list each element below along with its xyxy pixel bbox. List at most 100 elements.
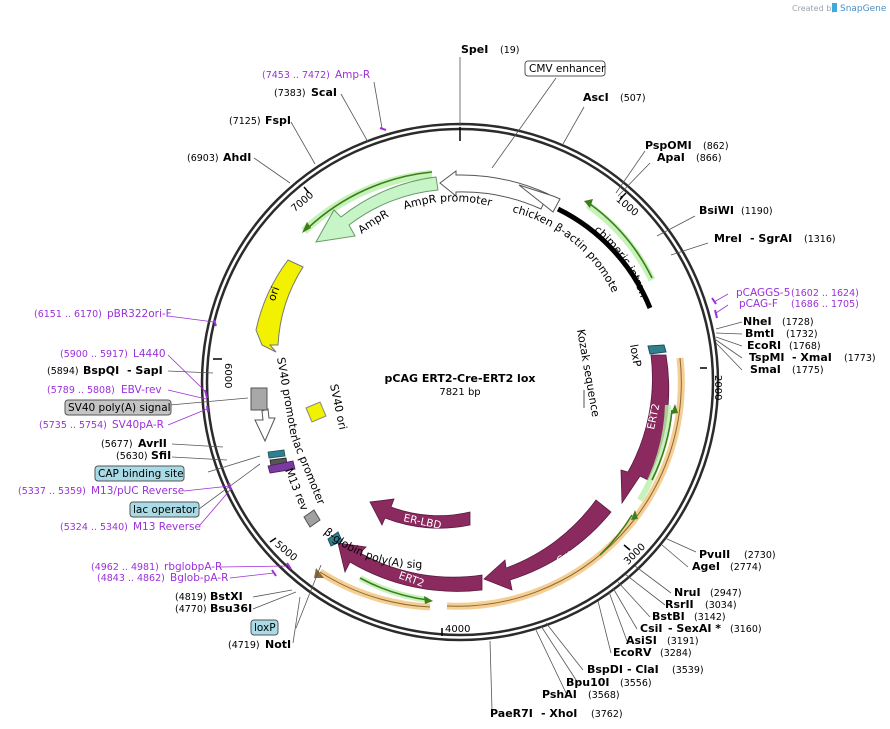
enzyme-apai[interactable]: ApaI (866) — [657, 151, 722, 164]
cmv-enhancer-box[interactable]: CMV enhancer — [524, 60, 606, 77]
enzyme-avrii[interactable]: (5677) AvrII — [101, 437, 167, 450]
svg-text:(4819): (4819) — [175, 592, 207, 603]
plasmid-length: 7821 bp — [439, 387, 480, 398]
enzyme-bstbi[interactable]: BstBI (3142) — [652, 610, 726, 623]
svg-text:ApaI: ApaI — [657, 151, 685, 164]
svg-text:(6151 .. 6170): (6151 .. 6170) — [34, 309, 102, 320]
primer-rbglobpa-r[interactable]: (4962 .. 4981) rbglobpA-R — [91, 561, 222, 573]
enzyme-pspomi[interactable]: PspOMI (862) — [645, 139, 729, 152]
cap-binding-box[interactable]: CAP binding site — [94, 465, 185, 482]
svg-text:(19): (19) — [500, 45, 520, 56]
svg-text:- ClaI: - ClaI — [627, 663, 659, 676]
svg-text:(1732): (1732) — [786, 329, 818, 340]
ert2-orf-line — [319, 571, 431, 608]
svg-text:SfiI: SfiI — [151, 449, 171, 462]
primer-ebv-rev[interactable]: (5789 .. 5808) EBV-rev — [47, 384, 162, 396]
bglobin-marker — [303, 509, 321, 528]
svg-text:(5630): (5630) — [116, 451, 148, 462]
cre-green-line — [599, 514, 633, 556]
svg-text:AhdI: AhdI — [223, 151, 251, 164]
enzyme-bspqi-sapi[interactable]: (5894) BspQI - SapI — [47, 364, 163, 377]
svg-text:(1602 .. 1624): (1602 .. 1624) — [791, 288, 859, 299]
snapgene-icon — [832, 3, 837, 12]
svg-text:(5677): (5677) — [101, 439, 133, 450]
svg-text:(1686 .. 1705): (1686 .. 1705) — [791, 299, 859, 310]
svg-text:Bglob-pA-R: Bglob-pA-R — [170, 572, 228, 584]
primer-l4440[interactable]: (5900 .. 5917) L4440 — [60, 348, 166, 360]
enzyme-fspi[interactable]: (7125) FspI — [229, 114, 291, 127]
primer-ampr[interactable]: (7453 .. 7472) Amp-R — [262, 69, 370, 81]
enzyme-smai[interactable]: SmaI (1775) — [750, 363, 824, 376]
primer-sv40pa-r[interactable]: (5735 .. 5754) SV40pA-R — [39, 419, 164, 431]
enzyme-scai[interactable]: (7383) ScaI — [274, 86, 337, 99]
lac-operator-box[interactable]: lac operator — [129, 501, 200, 518]
primer-m13-puc-reverse[interactable]: (5337 .. 5359) M13/pUC Reverse — [18, 485, 184, 497]
cre-green-arrowhead — [631, 510, 638, 520]
enzyme-bsu36i[interactable]: (4770) Bsu36I — [175, 602, 252, 615]
svg-text:(5894): (5894) — [47, 366, 79, 377]
intron-orf-glow — [585, 202, 656, 282]
svg-text:BstBI: BstBI — [652, 610, 685, 623]
sv40-polya-box[interactable]: SV40 poly(A) signal — [64, 399, 172, 416]
svg-text:(1768): (1768) — [789, 341, 821, 352]
svg-text:- XmaI: - XmaI — [792, 351, 832, 364]
enzyme-bmti[interactable]: BmtI (1732) — [745, 327, 818, 340]
enzyme-mrei-sgrai[interactable]: MreI - SgrAI (1316) — [714, 232, 836, 245]
enzyme-asisi[interactable]: AsiSI (3191) — [626, 634, 699, 647]
svg-text:BspDI: BspDI — [587, 663, 623, 676]
svg-text:(507): (507) — [620, 93, 646, 104]
svg-text:(4719): (4719) — [228, 640, 260, 651]
tick-1000: 1000 — [614, 194, 641, 219]
svg-text:PspOMI: PspOMI — [645, 139, 692, 152]
primer-pcagf[interactable]: pCAG-F (1686 .. 1705) — [739, 298, 859, 310]
svg-text:M13 Reverse: M13 Reverse — [133, 521, 201, 533]
enzyme-noti[interactable]: (4719) NotI — [228, 638, 291, 651]
enzyme-sfii[interactable]: (5630) SfiI — [116, 449, 171, 462]
svg-text:BsiWI: BsiWI — [699, 204, 734, 217]
enzyme-nhei[interactable]: NheI (1728) — [743, 315, 814, 328]
sv40-promoter-label: SV40 promoter — [274, 356, 301, 441]
svg-text:NheI: NheI — [743, 315, 772, 328]
loxp-box[interactable]: loxP — [250, 619, 279, 636]
sv40-promoter-feature — [254, 408, 276, 443]
enzyme-agei[interactable]: AgeI (2774) — [692, 560, 762, 573]
svg-text:(866): (866) — [696, 153, 722, 164]
enzyme-ecorv[interactable]: EcoRV (3284) — [613, 646, 692, 659]
enzyme-bpu10i[interactable]: Bpu10I (3556) — [566, 676, 652, 689]
svg-text:(3160): (3160) — [730, 624, 762, 635]
cre-orf-line — [446, 357, 682, 607]
enzyme-bstxi[interactable]: (4819) BstXI — [175, 590, 243, 603]
svg-text:EBV-rev: EBV-rev — [121, 384, 162, 396]
ampr-feature — [315, 176, 439, 243]
ampr-promoter-label: AmpR promoter — [402, 191, 494, 212]
primer-m13-reverse[interactable]: (5324 .. 5340) M13 Reverse — [60, 521, 201, 533]
sv40-polya-block — [250, 387, 268, 411]
enzyme-rsrii[interactable]: RsrII (3034) — [665, 598, 737, 611]
ert2-bottom-feature — [337, 542, 483, 592]
primer-pcaggs5[interactable]: pCAGGS-5 (1602 .. 1624) — [736, 287, 859, 299]
ert2-green-arrowhead — [671, 404, 678, 414]
cap-site-marker — [267, 449, 286, 459]
enzyme-tspmi-xmai[interactable]: TspMI - XmaI (1773) — [749, 351, 876, 364]
primer-bglob-pa-r[interactable]: (4843 .. 4862) Bglob-pA-R — [97, 572, 228, 584]
credit-prefix: Created by — [792, 4, 836, 13]
enzyme-bsiwi[interactable]: BsiWI (1190) — [699, 204, 773, 217]
svg-text:BmtI: BmtI — [745, 327, 774, 340]
primer-pbr322ori-f[interactable]: (6151 .. 6170) pBR322ori-F — [34, 308, 172, 320]
leader-lines — [167, 57, 743, 711]
enzyme-nrui[interactable]: NruI (2947) — [674, 586, 742, 599]
svg-text:(3539): (3539) — [672, 665, 704, 676]
enzyme-spei[interactable]: SpeI (19) — [461, 43, 520, 56]
enzyme-csii-sexai[interactable]: CsiI - SexAI * (3160) — [640, 622, 762, 635]
svg-text:Bpu10I: Bpu10I — [566, 676, 610, 689]
enzyme-pshai[interactable]: PshAI (3568) — [542, 688, 620, 701]
enzyme-paer7i-xhoi[interactable]: PaeR7I - XhoI (3762) — [490, 707, 623, 720]
enzyme-pvuii[interactable]: PvuII (2730) — [699, 548, 776, 561]
enzyme-ecori[interactable]: EcoRI (1768) — [747, 339, 821, 352]
enzyme-asci[interactable]: AscI (507) — [583, 91, 646, 104]
enzyme-ahdi[interactable]: (6903) AhdI — [187, 151, 251, 164]
svg-text:(7125): (7125) — [229, 116, 261, 127]
enzyme-bspdi-clai[interactable]: BspDI - ClaI (3539) — [587, 663, 704, 676]
er-lbd-label: ER-LBD — [402, 512, 442, 532]
svg-text:CsiI: CsiI — [640, 622, 662, 635]
